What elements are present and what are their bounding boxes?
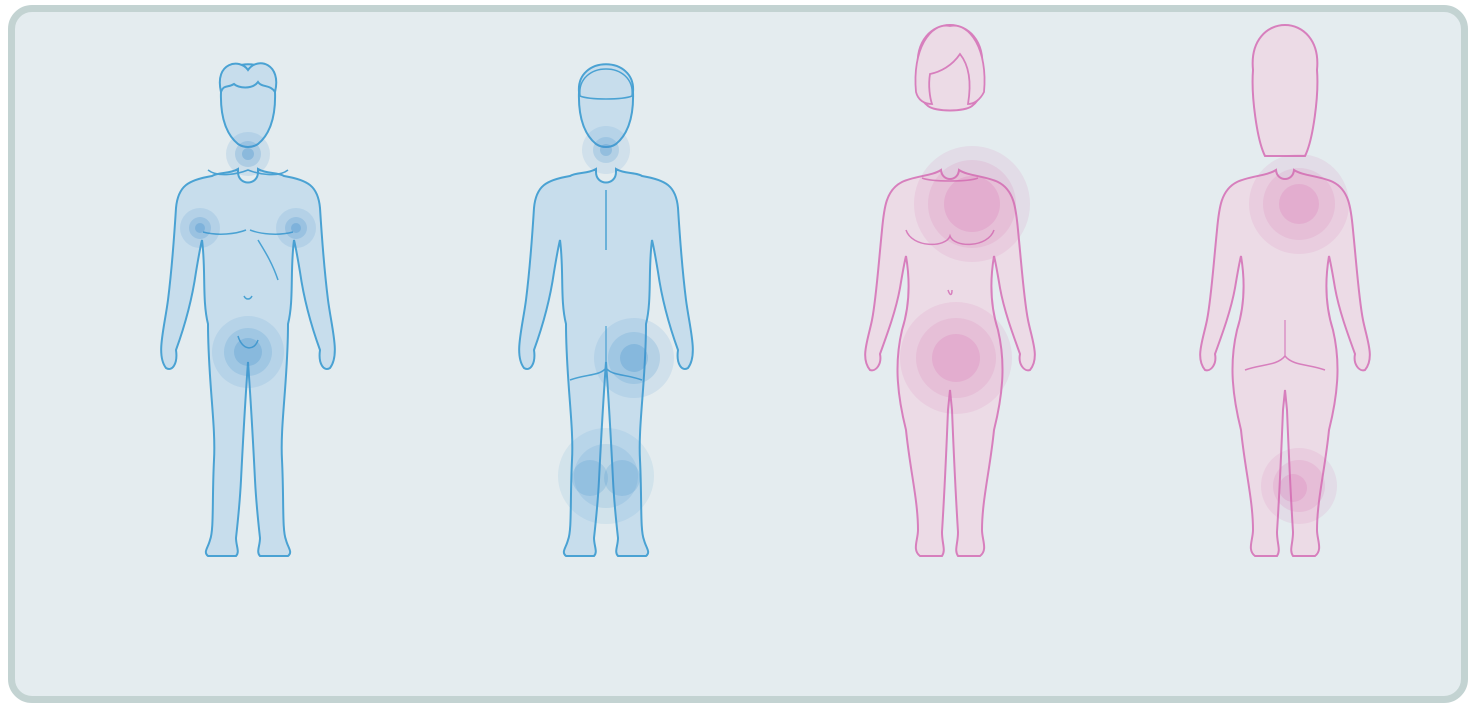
back-of-knee-hotspot	[1261, 448, 1337, 524]
groin-hotspot	[212, 316, 284, 388]
left-armpit-hotspot	[180, 208, 220, 248]
female-back-hair-icon	[1253, 25, 1318, 156]
buttock-hotspot	[594, 318, 674, 398]
right-armpit-hotspot	[276, 208, 316, 248]
upper-back-hotspot	[1249, 154, 1349, 254]
male-front-figure	[161, 63, 335, 556]
female-back-figure	[1200, 25, 1370, 556]
groin-hotspot	[900, 302, 1012, 414]
throat-hotspot	[226, 132, 270, 176]
female-front-figure	[865, 25, 1035, 556]
nape-hotspot	[582, 126, 630, 174]
back-of-knee-hotspot	[558, 428, 654, 524]
male-back-figure	[519, 64, 693, 556]
chest-hotspot	[914, 146, 1030, 262]
